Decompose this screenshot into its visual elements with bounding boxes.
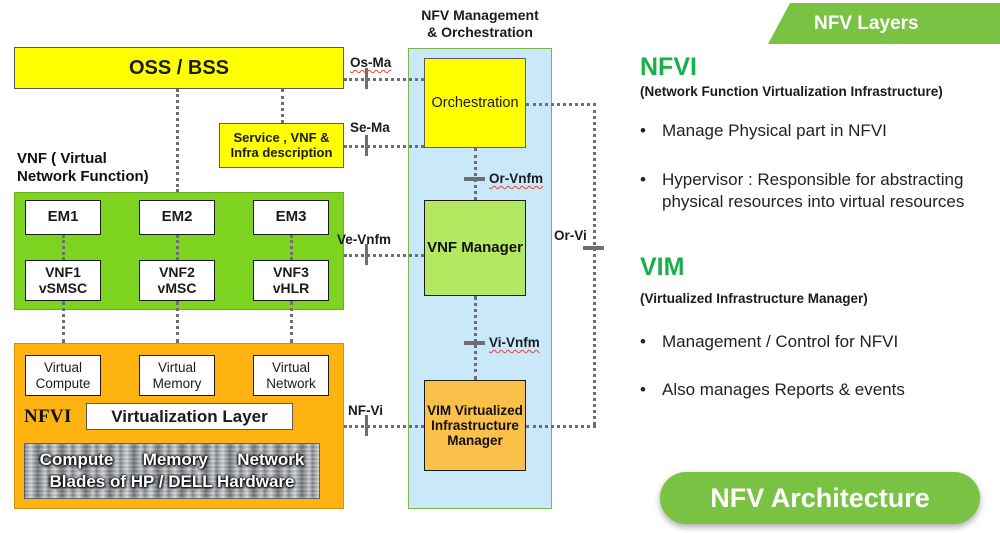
vnf1-nfvi-connector <box>62 301 65 343</box>
nfv-layers-banner-label: NFV Layers <box>814 12 919 34</box>
oss-to-vnf-connector <box>176 89 179 192</box>
os-ma-tick <box>365 68 368 89</box>
vnf2-nfvi-connector <box>176 301 179 343</box>
vim-section-title: VIM <box>640 253 685 281</box>
em1-label: EM1 <box>47 208 79 226</box>
em1-vnf1-connector <box>62 235 65 260</box>
nfv-architecture-pill: NFV Architecture <box>660 472 980 524</box>
bullet-dot-icon: • <box>640 121 646 140</box>
em3-box[interactable]: EM3 <box>253 200 329 235</box>
vim-box[interactable]: VIM Virtualized Infrastructure Manager <box>424 380 526 471</box>
virtualization-layer-label: Virtualization Layer <box>111 406 268 426</box>
nfvi-section-subtitle: (Network Function Virtualization Infrast… <box>640 84 943 99</box>
ve-vnfm-connector <box>344 254 424 257</box>
hardware-network-label: Network <box>237 450 305 469</box>
vnf2-box[interactable]: VNF2 vMSC <box>139 260 215 301</box>
vi-vnfm-tick <box>464 341 485 345</box>
vim-bullet-1-text: Management / Control for NFVI <box>662 332 899 351</box>
nfvi-bullet-2: • Hypervisor : Responsible for abstracti… <box>640 169 995 214</box>
nfvi-section-title: NFVI <box>640 53 697 81</box>
oss-bss-label: OSS / BSS <box>128 56 230 79</box>
se-ma-connector <box>344 145 424 148</box>
nf-vi-label: NF-Vi <box>348 403 384 418</box>
vnf1-label: VNF1 vSMSC <box>38 263 88 296</box>
or-vi-tick <box>583 246 604 250</box>
or-vi-connector-top <box>526 103 596 106</box>
nfvi-bullet-2-text: Hypervisor : Responsible for abstracting… <box>662 170 965 212</box>
vim-bullet-2-text: Also manages Reports & events <box>662 380 905 399</box>
hardware-blades-image: Compute Memory Network Blades of HP / DE… <box>24 443 320 499</box>
vnf3-label: VNF3 vHLR <box>272 263 310 296</box>
hardware-memory-label: Memory <box>142 450 208 469</box>
em3-vnf3-connector <box>290 235 293 260</box>
or-vnfm-label: Or-Vnfm <box>489 171 543 186</box>
em2-label: EM2 <box>161 208 193 226</box>
bullet-dot-icon: • <box>640 170 646 189</box>
orchestration-box[interactable]: Orchestration <box>424 58 526 148</box>
virtual-memory-label: Virtual Memory <box>152 360 202 391</box>
ve-vnfm-tick <box>365 244 368 265</box>
nfvi-bullet-1-text: Manage Physical part in NFVI <box>662 121 887 140</box>
virtual-memory-box[interactable]: Virtual Memory <box>139 355 215 396</box>
vnf2-label: VNF2 vMSC <box>157 263 197 296</box>
vim-label: VIM Virtualized Infrastructure Manager <box>427 402 523 449</box>
vnf-manager-label: VNF Manager <box>427 238 523 256</box>
vnf-section-title: VNF ( Virtual Network Function) <box>17 150 149 185</box>
bullet-dot-icon: • <box>640 332 646 351</box>
nfv-architecture-pill-label: NFV Architecture <box>710 482 930 513</box>
mano-title: NFV Management & Orchestration <box>421 7 539 41</box>
bullet-dot-icon: • <box>640 380 646 399</box>
virtual-network-box[interactable]: Virtual Network <box>253 355 329 396</box>
vim-bullet-1: • Management / Control for NFVI <box>640 331 990 353</box>
virtual-compute-label: Virtual Compute <box>35 360 91 391</box>
vi-vnfm-label: Vi-Vnfm <box>489 335 540 350</box>
vim-section-subtitle: (Virtualized Infrastructure Manager) <box>640 291 868 306</box>
vnf3-nfvi-connector <box>290 301 293 343</box>
oss-to-service-desc-connector <box>281 89 284 123</box>
se-ma-tick <box>365 135 368 156</box>
or-vnfm-tick <box>464 177 485 181</box>
or-vi-connector-vertical <box>593 103 596 425</box>
hardware-column-labels: Compute Memory Network <box>25 450 319 470</box>
ve-vnfm-label: Ve-Vnfm <box>337 232 392 247</box>
service-description-box[interactable]: Service , VNF & Infra description <box>219 123 344 168</box>
nfv-layers-banner: NFV Layers <box>768 3 1000 44</box>
vnf1-box[interactable]: VNF1 vSMSC <box>25 260 101 301</box>
vnf3-box[interactable]: VNF3 vHLR <box>253 260 329 301</box>
nfvi-bullet-1: • Manage Physical part in NFVI <box>640 120 990 142</box>
oss-bss-box[interactable]: OSS / BSS <box>14 47 344 89</box>
nf-vi-connector <box>344 425 424 428</box>
em3-label: EM3 <box>275 208 307 226</box>
vnfm-vim-connector <box>474 296 477 380</box>
hardware-compute-label: Compute <box>39 450 114 469</box>
em2-vnf2-connector <box>176 235 179 260</box>
virtualization-layer-box[interactable]: Virtualization Layer <box>86 403 293 430</box>
nfvi-tag-label: NFVI <box>24 406 72 427</box>
nf-vi-tick <box>365 415 368 436</box>
virtual-compute-box[interactable]: Virtual Compute <box>25 355 101 396</box>
vnf-manager-box[interactable]: VNF Manager <box>424 200 526 296</box>
os-ma-connector <box>344 78 424 81</box>
orchestration-vnfm-connector <box>474 148 477 200</box>
hardware-caption: Blades of HP / DELL Hardware <box>49 472 295 491</box>
orchestration-label: Orchestration <box>431 94 519 111</box>
vim-bullet-2: • Also manages Reports & events <box>640 379 990 401</box>
em2-box[interactable]: EM2 <box>139 200 215 235</box>
em1-box[interactable]: EM1 <box>25 200 101 235</box>
virtual-network-label: Virtual Network <box>266 360 316 391</box>
or-vi-connector-bottom <box>526 425 596 428</box>
se-ma-label: Se-Ma <box>350 120 390 135</box>
service-description-label: Service , VNF & Infra description <box>230 129 333 160</box>
or-vi-label: Or-Vi <box>554 228 587 243</box>
os-ma-label: Os-Ma <box>350 55 392 70</box>
